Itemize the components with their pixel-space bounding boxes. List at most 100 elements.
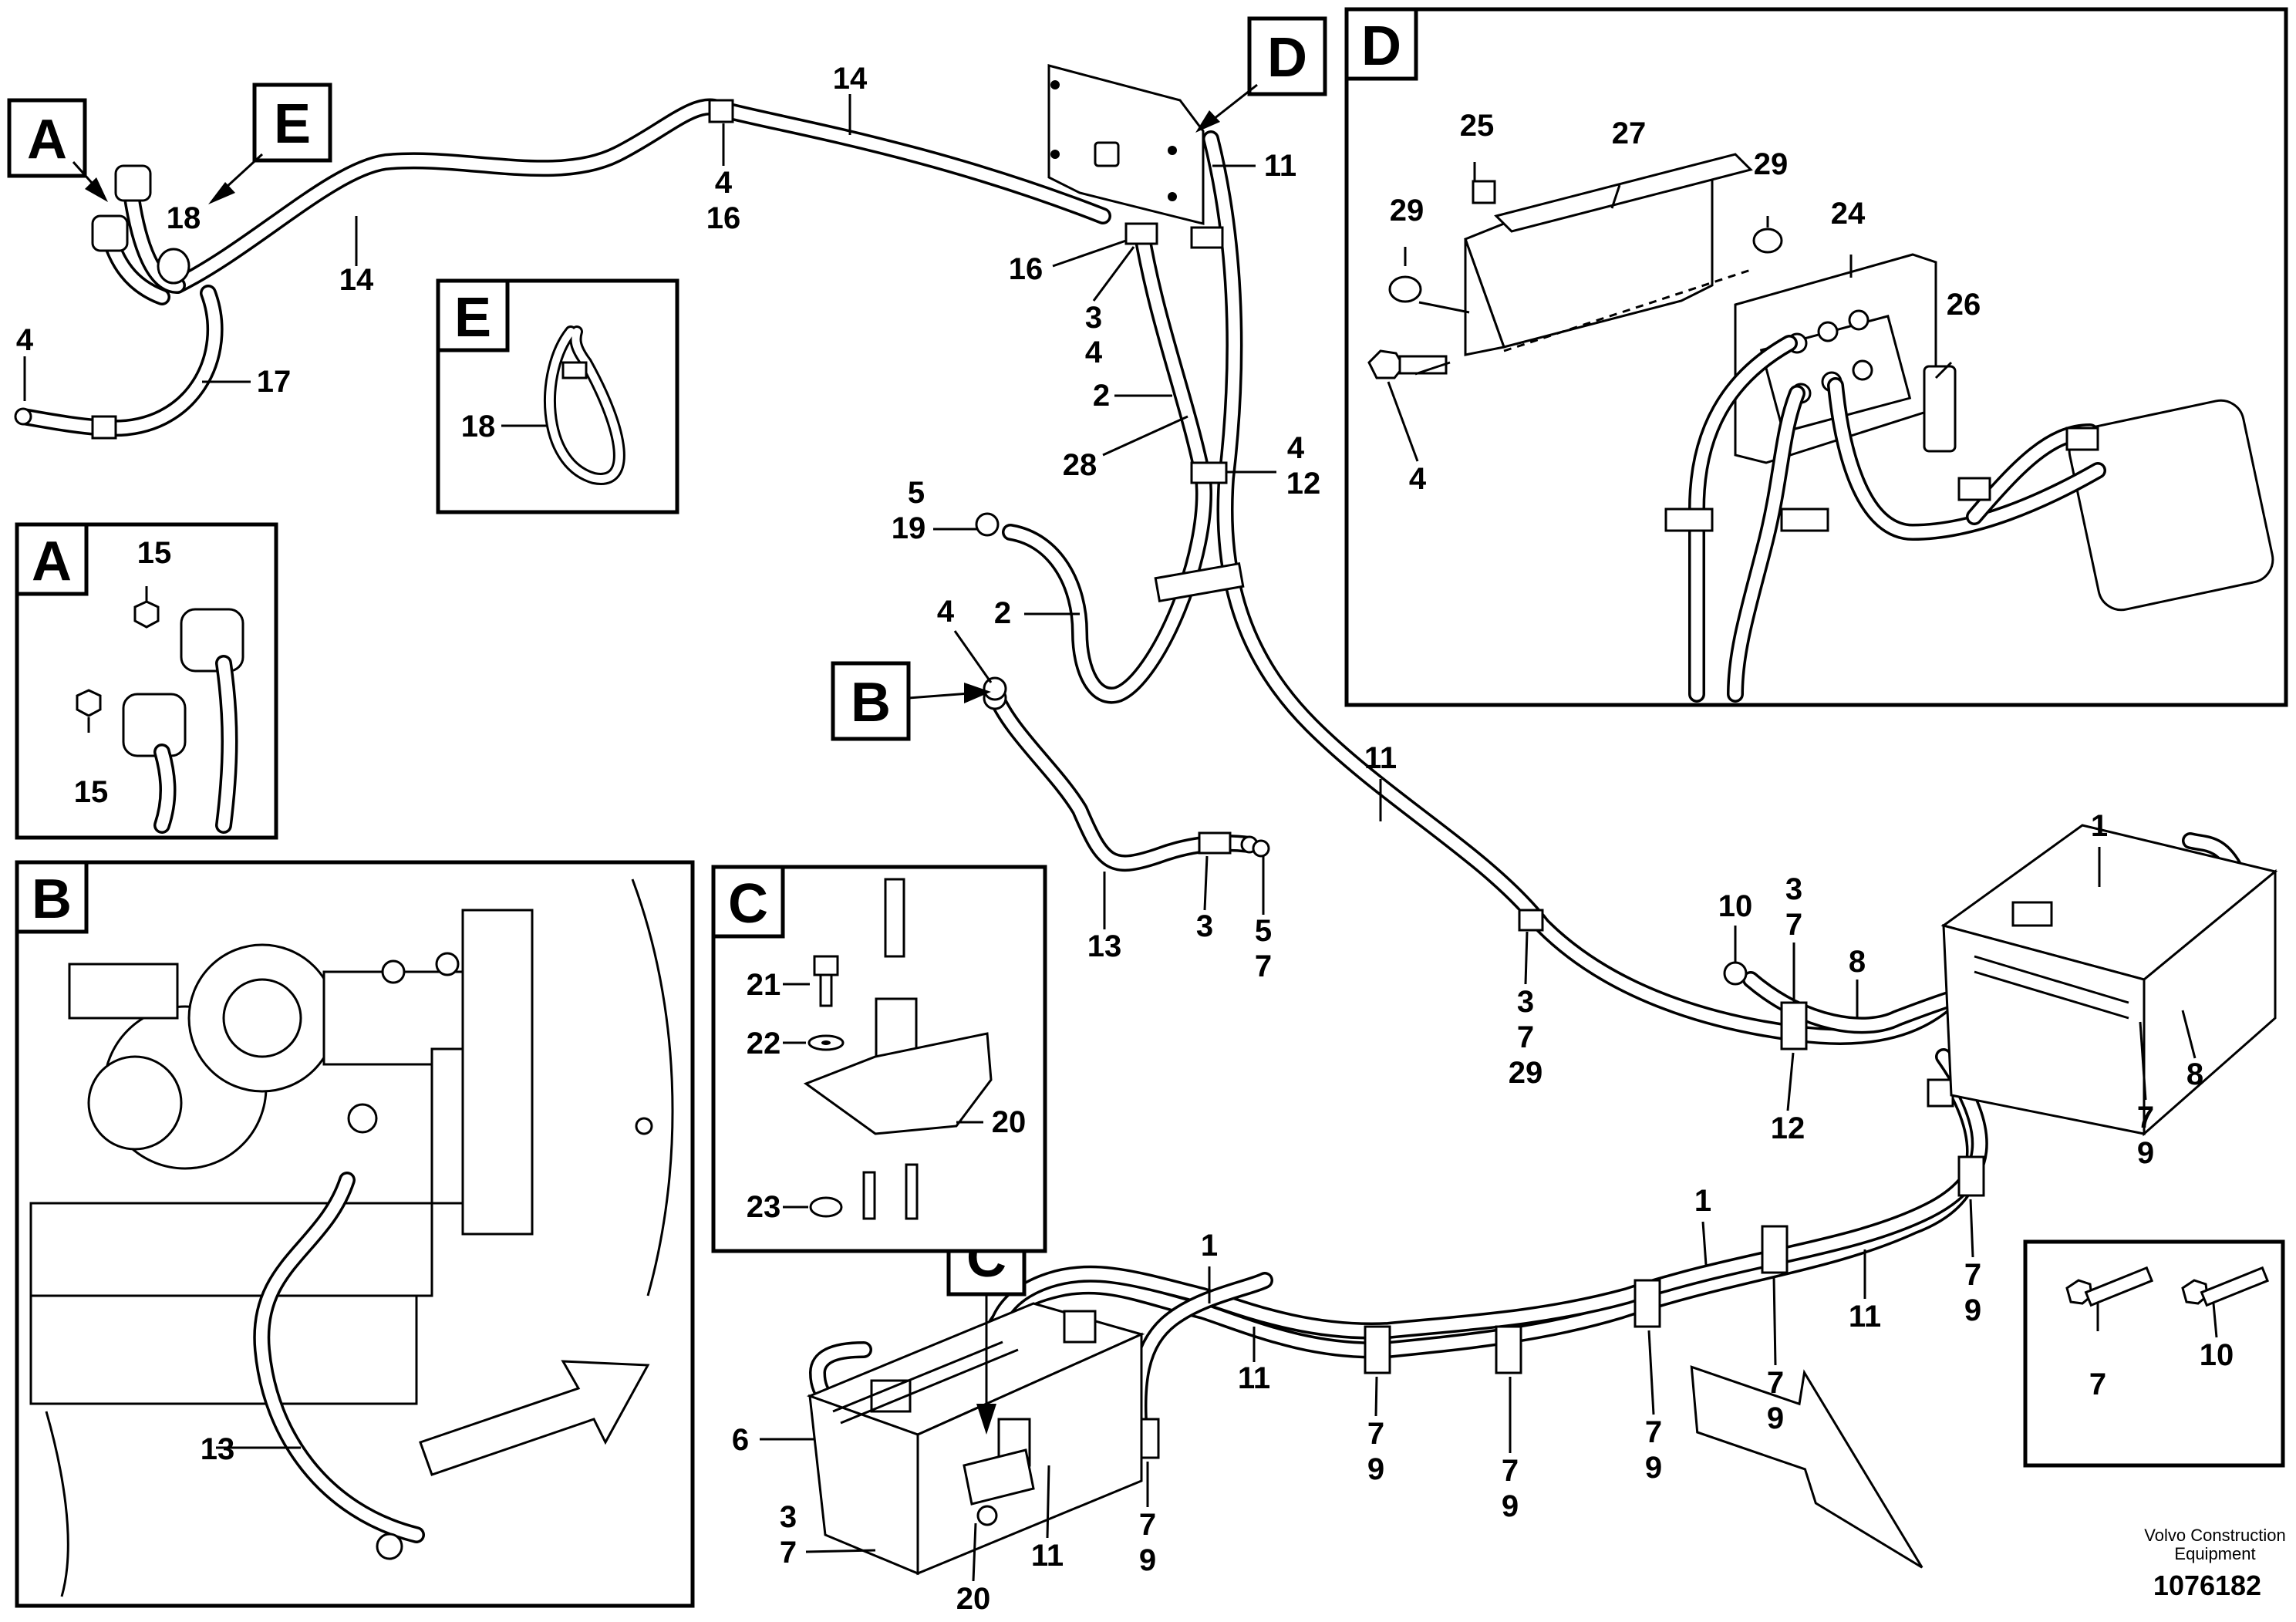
label-18: 18 — [461, 410, 496, 443]
label-29: 29 — [1754, 147, 1789, 181]
label-29: 29 — [1509, 1056, 1543, 1090]
callout-b-main: B — [831, 661, 991, 741]
label-3: 3 — [1196, 909, 1213, 943]
detail-bolts-box — [2023, 1239, 2285, 1468]
svg-text:B: B — [851, 672, 891, 733]
label-9: 9 — [1139, 1543, 1156, 1577]
label-4: 4 — [1287, 431, 1305, 465]
label-10: 10 — [1718, 889, 1753, 923]
label-11: 11 — [1238, 1361, 1270, 1395]
label-9: 9 — [1767, 1401, 1784, 1435]
battery-upper — [1940, 824, 2278, 1137]
svg-text:B: B — [32, 868, 72, 930]
label-11: 11 — [1031, 1539, 1064, 1573]
label-13: 13 — [1087, 929, 1122, 963]
label-11: 11 — [1364, 741, 1397, 775]
footer: Volvo Construction Equipment 1076182 — [2144, 1526, 2285, 1601]
label-14: 14 — [833, 62, 868, 96]
label-11: 11 — [1849, 1300, 1881, 1334]
label-25: 25 — [1460, 109, 1495, 143]
main-cable-harness — [14, 98, 2252, 1466]
label-18: 18 — [167, 201, 201, 235]
label-26: 26 — [1947, 288, 1981, 322]
label-1: 1 — [2091, 809, 2108, 843]
label-3: 3 — [1085, 301, 1102, 335]
label-2: 2 — [1093, 379, 1110, 413]
detail-a: A — [15, 522, 278, 840]
brand-line-2: Equipment — [2174, 1544, 2255, 1563]
label-16: 16 — [706, 201, 741, 235]
label-1: 1 — [1201, 1229, 1218, 1263]
label-21: 21 — [747, 968, 781, 1002]
label-4: 4 — [1409, 462, 1427, 496]
label-24: 24 — [1831, 197, 1866, 231]
detail-e: E — [436, 278, 679, 514]
svg-text:C: C — [728, 873, 768, 935]
direction-arrow — [1690, 1365, 1923, 1569]
label-28: 28 — [1063, 448, 1097, 482]
label-23: 23 — [747, 1190, 781, 1224]
svg-text:A: A — [32, 531, 72, 592]
label-5: 5 — [908, 476, 925, 510]
label-29: 29 — [1390, 194, 1424, 228]
label-17: 17 — [257, 365, 292, 399]
label-7: 7 — [1645, 1415, 1662, 1449]
callout-a-main: A — [7, 98, 108, 202]
label-20: 20 — [956, 1582, 991, 1616]
svg-text:E: E — [274, 93, 311, 155]
label-7: 7 — [1255, 949, 1272, 983]
label-4: 4 — [1085, 336, 1103, 369]
battery-switch-20 — [963, 1418, 1035, 1526]
callout-d-main: D — [1195, 16, 1327, 133]
svg-text:D: D — [1267, 27, 1307, 89]
label-9: 9 — [1367, 1452, 1384, 1486]
label-9: 9 — [1502, 1489, 1519, 1523]
label-14: 14 — [339, 263, 374, 297]
junction-box-d — [1047, 64, 1205, 225]
label-10: 10 — [2200, 1338, 2234, 1372]
label-8: 8 — [2186, 1057, 2203, 1091]
label-7: 7 — [2089, 1367, 2106, 1401]
label-15: 15 — [137, 536, 172, 570]
label-7: 7 — [1785, 908, 1802, 942]
label-19: 19 — [892, 511, 926, 545]
part-number-labels: 18 14 14 4 16 4 17 11 16 3 4 2 28 4 12 5… — [16, 62, 2234, 1616]
label-8: 8 — [1849, 945, 1866, 979]
svg-text:D: D — [1361, 15, 1401, 77]
label-7: 7 — [1964, 1258, 1981, 1292]
label-5: 5 — [1255, 914, 1272, 948]
detail-b: B — [15, 860, 695, 1608]
label-9: 9 — [1645, 1451, 1662, 1485]
label-16: 16 — [1009, 252, 1043, 286]
label-11: 11 — [1264, 149, 1296, 183]
detail-c: C — [711, 865, 1047, 1253]
label-20: 20 — [992, 1105, 1027, 1139]
label-3: 3 — [780, 1500, 797, 1534]
label-22: 22 — [747, 1027, 781, 1061]
label-3: 3 — [1517, 985, 1534, 1019]
brand-line-1: Volvo Construction — [2144, 1526, 2285, 1545]
label-12: 12 — [1771, 1111, 1805, 1145]
label-9: 9 — [2137, 1136, 2154, 1170]
label-13: 13 — [201, 1432, 235, 1466]
label-2: 2 — [994, 596, 1011, 630]
label-4: 4 — [937, 595, 955, 629]
doc-number: 1076182 — [2153, 1570, 2261, 1601]
label-27: 27 — [1612, 116, 1647, 150]
label-7: 7 — [2137, 1101, 2154, 1135]
label-7: 7 — [1367, 1417, 1384, 1451]
label-3: 3 — [1785, 872, 1802, 906]
label-7: 7 — [1139, 1508, 1156, 1542]
label-7: 7 — [1767, 1366, 1784, 1400]
label-12: 12 — [1286, 467, 1321, 501]
label-7: 7 — [1517, 1020, 1534, 1054]
detail-d: D — [1344, 7, 2288, 707]
callout-e-main: E — [208, 83, 332, 204]
svg-text:E: E — [454, 287, 491, 349]
svg-text:A: A — [27, 109, 67, 170]
label-15: 15 — [74, 775, 109, 809]
label-7: 7 — [1502, 1454, 1519, 1488]
label-1: 1 — [1694, 1184, 1711, 1218]
label-9: 9 — [1964, 1293, 1981, 1327]
